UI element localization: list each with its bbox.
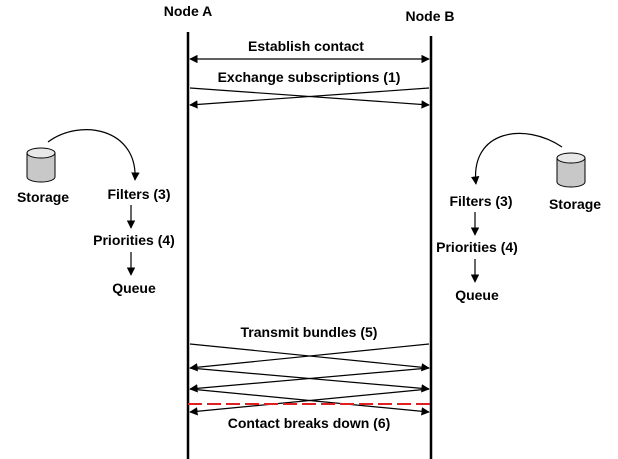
bundle-arrow-2-b-to-a — [189, 367, 430, 393]
left-storage-icon — [26, 147, 56, 183]
bundle-arrow-1-b-to-a — [189, 343, 430, 372]
right-queue-label: Queue — [455, 287, 499, 303]
left-priorities-label: Priorities (4) — [93, 232, 175, 248]
right-storage-label: Storage — [549, 196, 601, 212]
left-storage-label: Storage — [17, 189, 69, 205]
exchange-subscriptions-label: Exchange subscriptions (1) — [218, 69, 401, 85]
node-b-label: Node B — [406, 8, 455, 24]
contact-breakdown-label: Contact breaks down (6) — [228, 415, 391, 431]
left-queue-label: Queue — [112, 280, 156, 296]
right-priorities-label: Priorities (4) — [436, 239, 518, 255]
right-filters-label: Filters (3) — [449, 193, 512, 209]
node-a-label: Node A — [164, 3, 212, 19]
left-filters-label: Filters (3) — [107, 186, 170, 202]
left-storage-to-filters-arrow — [47, 129, 140, 181]
establish-contact-label: Establish contact — [248, 38, 364, 54]
subscription-arrow-b-to-a — [189, 87, 430, 109]
transmit-bundles-label: Transmit bundles (5) — [241, 324, 378, 340]
right-storage-icon — [556, 152, 586, 188]
right-storage-to-filters-arrow — [470, 132, 563, 185]
bundle-arrow-3-b-to-a — [189, 388, 430, 416]
